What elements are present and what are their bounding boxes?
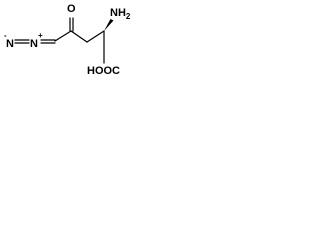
bond-wedge-amine [104, 19, 114, 31]
atom-amine: NH2 [110, 7, 131, 21]
bond-carbonyl-ch2 [70, 30, 88, 43]
bond-ch2-ch2 [86, 30, 105, 43]
bond-n-n-triple [14, 39, 30, 44]
bond-ch-carbonyl [54, 30, 72, 42]
atom-ketone-oxygen: O [67, 3, 76, 15]
bond-c-o-double [69, 17, 74, 32]
molecule-structure-diagram: N - N + O NH2 HOOC [4, 3, 131, 77]
atom-carboxyl: HOOC [87, 65, 120, 77]
charge-n-middle: + [38, 31, 43, 40]
charge-n-terminal: - [4, 31, 7, 40]
atom-n-terminal: N [6, 38, 14, 50]
atom-n-middle: N [30, 38, 38, 50]
bond-n-c-double [40, 39, 56, 44]
